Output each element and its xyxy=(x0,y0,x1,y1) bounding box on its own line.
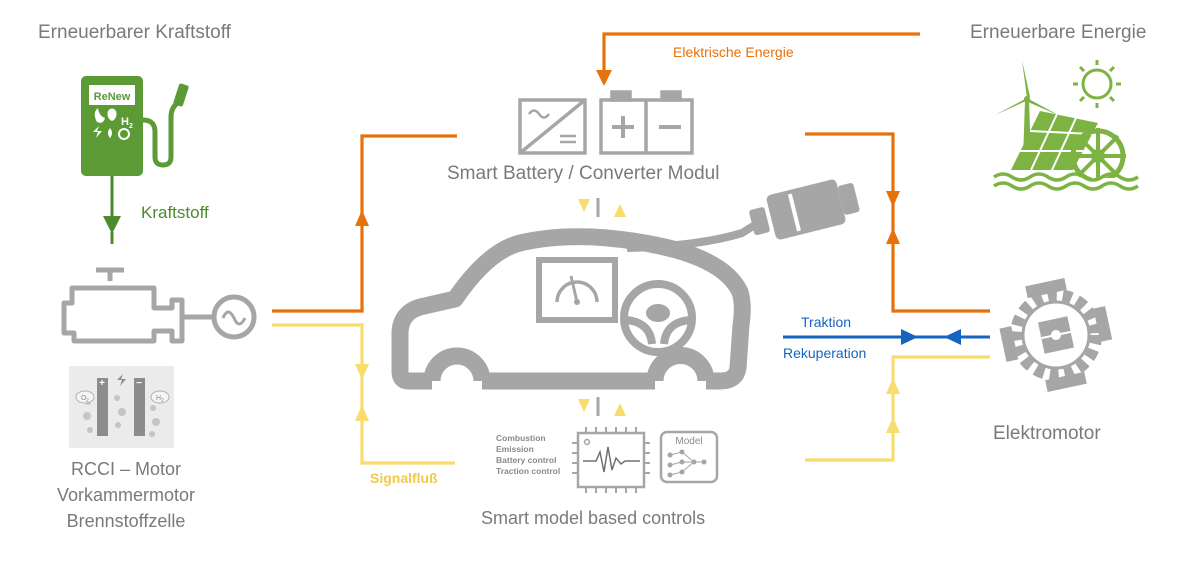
ecu-chip-icon xyxy=(572,427,650,493)
control-functions-list: Combustion Emission Battery control Trac… xyxy=(496,433,560,477)
renewable-energy-label: Erneuerbare Energie xyxy=(970,22,1147,43)
energy-arrowheads xyxy=(355,70,900,244)
renewable-fuel-label: Erneuerbarer Kraftstoff xyxy=(38,22,231,43)
traction-label: Traktion xyxy=(801,314,852,330)
fuel-cell-h2: H xyxy=(156,395,161,402)
traction-line xyxy=(783,329,990,345)
fuel-cell-o2: O xyxy=(81,395,87,402)
water-waves-icon xyxy=(993,172,1139,191)
svg-text:−: − xyxy=(136,378,142,389)
engine-icon xyxy=(61,267,257,344)
recuperation-label: Rekuperation xyxy=(783,345,867,361)
smart-controls-label: Smart model based controls xyxy=(481,508,706,528)
model-box-icon: Model xyxy=(659,430,719,484)
fuel-pump-h2-sub: 2 xyxy=(129,123,133,130)
fuel-pump-brand: ReNew xyxy=(94,91,131,103)
signal-flow-line xyxy=(272,323,990,465)
engine-type-fuelcell: Brennstoffzelle xyxy=(66,511,186,531)
car-icon xyxy=(391,221,758,390)
control-function: Combustion xyxy=(496,433,546,443)
water-wheel-icon xyxy=(1070,128,1126,178)
charging-plug-icon xyxy=(749,179,860,240)
fuel-cell-h2-sub: 2 xyxy=(161,398,164,404)
engine-types-label: RCCI – Motor Vorkammermotor Brennstoffze… xyxy=(38,456,214,534)
signal-flow-label: Signalfluß xyxy=(370,470,438,486)
svg-text:+: + xyxy=(99,378,105,389)
signal-arrowheads xyxy=(355,364,900,433)
fuel-pump-icon: ReNew H 2 xyxy=(81,76,189,244)
fuel-pump-h2: H xyxy=(121,116,129,128)
engine-type-prechamber: Vorkammermotor xyxy=(56,485,196,505)
converter-icon xyxy=(518,98,587,155)
electric-motor-label: Elektromotor xyxy=(993,423,1101,444)
battery-module-label: Smart Battery / Converter Modul xyxy=(447,163,720,184)
model-box-label: Model xyxy=(675,436,702,447)
control-function: Traction control xyxy=(496,466,561,476)
renewable-energy-icon xyxy=(993,60,1139,191)
electric-energy-label: Elektrische Energie xyxy=(673,44,794,60)
fuel-cell-o2-sub: 2 xyxy=(86,398,89,404)
control-function: Battery control xyxy=(496,455,557,465)
battery-icon xyxy=(599,90,694,155)
engine-type-rcci: RCCI – Motor xyxy=(70,459,182,479)
fuel-cell-icon: + − O 2 H 2 xyxy=(69,366,174,448)
signal-icon-bottom xyxy=(578,397,626,416)
electric-motor-icon xyxy=(999,278,1113,392)
sun-icon xyxy=(1073,60,1121,108)
signal-icon-top xyxy=(578,198,626,217)
fuel-label: Kraftstoff xyxy=(141,203,209,222)
control-function: Emission xyxy=(496,444,534,454)
